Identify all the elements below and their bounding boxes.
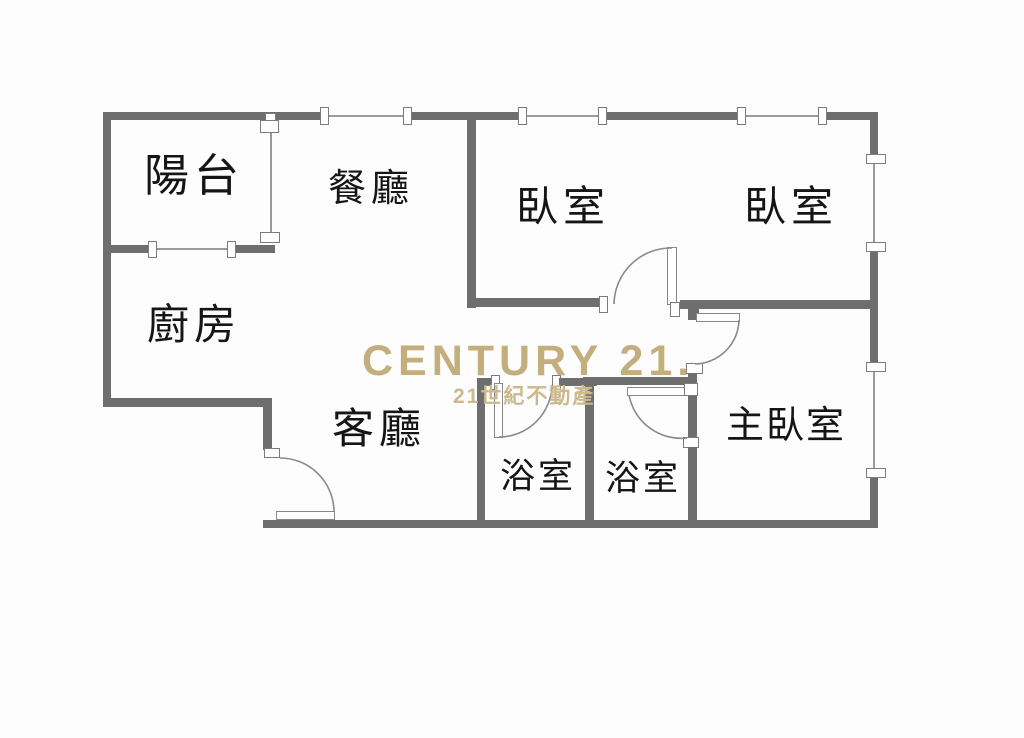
window-marker <box>866 362 886 372</box>
wall-kitchen-bottom <box>103 398 272 407</box>
window-glass <box>873 164 875 244</box>
wall-top <box>103 112 324 120</box>
wall-master-left <box>688 373 697 438</box>
window-marker <box>320 107 329 125</box>
balcony-partition-cap <box>260 232 280 243</box>
bedroom-door-jamb <box>599 296 608 313</box>
wall-right <box>870 112 878 158</box>
window-marker <box>148 241 157 258</box>
wall-top <box>603 112 741 120</box>
window-glass <box>328 115 406 117</box>
wall-bath1-top <box>559 378 597 386</box>
window-marker <box>737 107 746 125</box>
entry-door-leaf <box>276 511 335 520</box>
wall-right <box>870 476 878 528</box>
wall-top <box>408 112 522 120</box>
room-label-living: 客廳 <box>332 405 427 452</box>
room-label-dining: 餐廳 <box>328 168 415 210</box>
room-label-master-bedroom: 主臥室 <box>726 405 847 447</box>
window-marker <box>227 241 236 258</box>
wall-bath1-left <box>477 378 485 520</box>
bedroom-door-jamb <box>670 302 680 317</box>
master-door-arc <box>694 319 740 365</box>
wall-top <box>824 112 878 120</box>
wall-dining-bedroom <box>467 112 476 308</box>
bedroom-door-leaf <box>667 247 677 305</box>
wall-master-left <box>688 447 697 520</box>
master-door-hinge <box>688 309 699 320</box>
window-marker <box>866 242 886 252</box>
wall-corridor-top <box>680 300 870 309</box>
wall-bath2-top <box>583 377 690 385</box>
entry-door-arc <box>279 457 335 513</box>
wall-bottom <box>263 520 878 528</box>
room-label-kitchen: 廚房 <box>147 301 242 348</box>
bathroom2-door-hinge <box>684 383 698 396</box>
window-glass <box>745 115 821 117</box>
wall-bath1-top <box>477 378 494 386</box>
century21-watermark-subtitle: 21世紀不動產 <box>453 385 596 408</box>
window-marker <box>818 107 827 125</box>
balcony-partition-glass <box>270 128 272 235</box>
century21-watermark: CENTURY 21. <box>362 337 695 385</box>
wall-balcony-bottom <box>235 245 275 253</box>
room-label-bathroom-1: 浴室 <box>500 457 577 496</box>
window-marker <box>866 468 886 478</box>
window-marker <box>598 107 607 125</box>
room-label-bathroom-2: 浴室 <box>605 459 682 498</box>
wall-right <box>870 250 878 366</box>
room-label-balcony: 陽台 <box>144 150 245 201</box>
room-label-bedroom-1: 臥室 <box>516 183 611 230</box>
master-door-leaf <box>696 313 740 322</box>
window-glass <box>156 248 228 250</box>
window-glass <box>526 115 601 117</box>
bathroom2-door-arc <box>628 394 688 440</box>
balcony-partition-cap <box>260 120 279 133</box>
bathroom2-door-leaf <box>627 387 687 396</box>
window-marker <box>866 154 886 164</box>
entry-door-jamb <box>264 448 280 458</box>
window-marker <box>403 107 412 125</box>
room-label-bedroom-2: 臥室 <box>744 183 839 230</box>
wall-left <box>103 112 111 407</box>
window-glass <box>873 372 875 469</box>
wall-entry-step <box>263 398 272 450</box>
bedroom-door-arc <box>613 247 673 305</box>
wall-bath-divider <box>585 383 594 520</box>
wall-bedroom-bottom <box>467 298 603 307</box>
wall-balcony-bottom <box>103 245 150 253</box>
window-marker <box>518 107 527 125</box>
